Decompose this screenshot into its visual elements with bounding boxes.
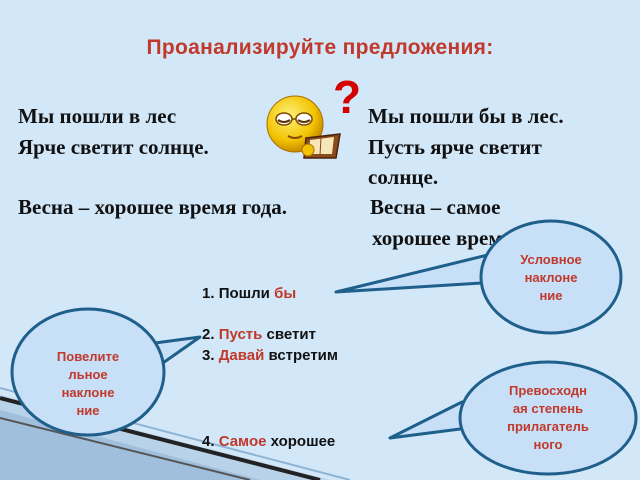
right-sentence-3a: Весна – самое [370,195,501,219]
example-2-text: светит [266,326,316,343]
example-3: 3. Давай встретим [202,347,338,365]
bubble-imperative-line-2: льное [68,367,108,382]
example-4: 4. Самое хорошее [202,433,335,451]
example-4-highlight: Самое [218,433,267,450]
example-1: 1. Пошли бы [202,285,296,303]
bubble-superlative-line-2: ая степень [512,401,584,416]
question-mark-icon: ? [333,71,362,123]
example-4-text: хорошее [270,433,336,450]
example-2: 2. Пусть светит [202,326,316,344]
example-4-number: 4. [202,433,215,450]
example-3-number: 3. [202,347,215,364]
right-sentence-2b: солнце. [368,165,439,189]
example-1-highlight: бы [274,285,297,302]
bubble-imperative-shape [10,307,202,437]
bubble-conditional-line-3: ние [539,288,563,303]
right-sentence-1: Мы пошли бы в лес. [368,104,564,128]
bubble-superlative: Превосходн ая степень прилагатель ного [480,382,616,454]
example-2-number: 2. [202,326,215,343]
bubble-conditional-line-2: наклоне [524,270,578,285]
example-1-text: Пошли [218,285,270,302]
bubble-superlative-line-4: ного [533,437,563,452]
example-2-highlight: Пусть [218,326,263,343]
example-3-highlight: Давай [218,347,265,364]
left-sentence-1: Мы пошли в лес [18,104,177,128]
bubble-imperative-line-1: Повелите [56,349,120,364]
example-3-text: встретим [268,347,338,364]
bubble-superlative-line-1: Превосходн [509,383,587,398]
slide-title: Проанализируйте предложения: [146,36,494,59]
bubble-conditional: Условное наклоне ние [498,251,604,305]
bubble-superlative-line-3: прилагатель [507,419,589,434]
bubble-imperative-line-4: ние [76,403,100,418]
reading-smiley-with-glasses-icon [266,95,341,159]
right-sentence-2a: Пусть ярче светит [368,135,542,159]
example-1-number: 1. [202,285,215,302]
left-sentence-2: Ярче светит солнце. [18,135,209,159]
left-sentence-3: Весна – хорошее время года. [18,195,288,219]
bubble-imperative-line-3: наклоне [61,385,115,400]
bubble-conditional-shape [334,219,623,335]
bubble-superlative-shape [388,360,638,476]
bubble-conditional-line-1: Условное [520,252,582,267]
bubble-imperative: Повелите льное наклоне ние [36,348,140,420]
